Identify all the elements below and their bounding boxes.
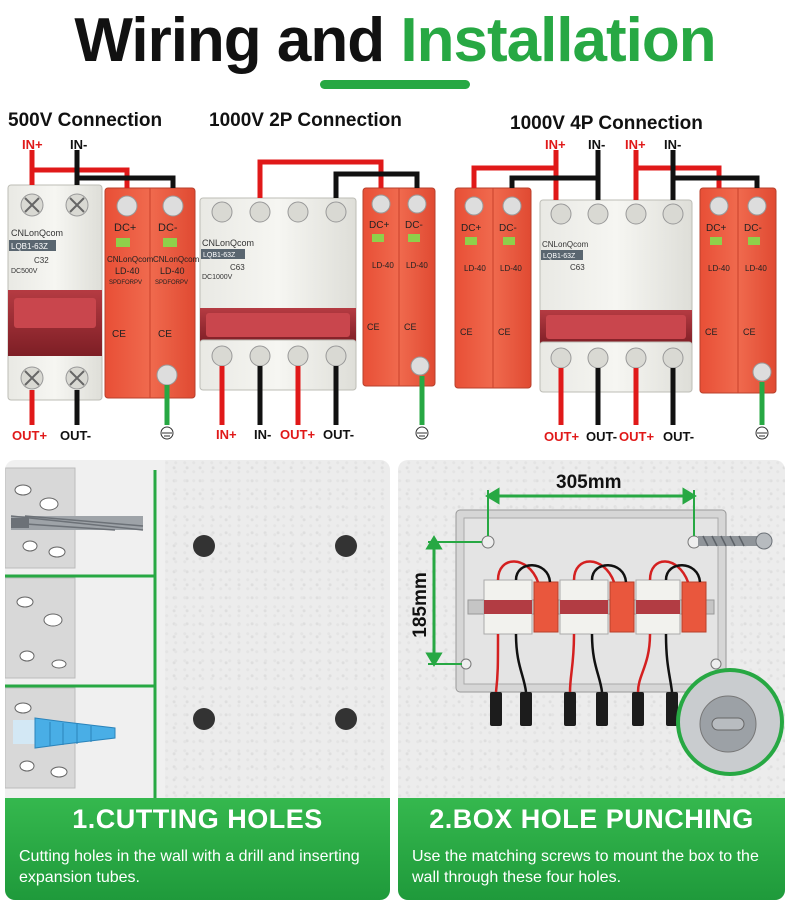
svg-text:CNLonQcom: CNLonQcom xyxy=(202,238,254,248)
svg-text:SPDFORPV: SPDFORPV xyxy=(155,280,188,286)
spd-1000v-4p-right: DC+ DC- LD-40 LD-40 CE CE xyxy=(699,187,777,394)
breaker-4p-1000v-4p: CNLonQcom LQB1-63Z C63 xyxy=(539,199,693,393)
label-4p-out-minus-1: OUT- xyxy=(586,429,618,444)
label-4p-in-plus-2: IN+ xyxy=(625,137,646,152)
svg-text:CE: CE xyxy=(112,329,126,340)
box-mounting-illustration xyxy=(425,487,784,776)
svg-text:LD-40: LD-40 xyxy=(708,264,730,273)
breaker-4p-1000v-2p: CNLonQcom LQB1-63Z C63 DC1000V xyxy=(199,197,357,391)
svg-text:CE: CE xyxy=(367,322,380,332)
breaker-2p-500v: CNLonQcom LQB1-63Z C32 DC500V xyxy=(7,184,103,401)
section-1000v-4p-title: 1000V 4P Connection xyxy=(510,113,703,134)
svg-text:LD-40: LD-40 xyxy=(160,266,185,276)
section-500v-title: 500V Connection xyxy=(8,110,163,131)
drill-bit-icon xyxy=(10,515,144,531)
wall-hole-bottom-left xyxy=(193,708,215,730)
svg-text:DC+: DC+ xyxy=(706,223,726,234)
svg-text:SPDFORPV: SPDFORPV xyxy=(109,280,142,286)
step2-heading: 2.BOX HOLE PUNCHING xyxy=(429,804,754,834)
label-4p-in-plus-1: IN+ xyxy=(545,137,566,152)
svg-text:DC1000V: DC1000V xyxy=(202,274,233,281)
ground-symbol-1000v-4p xyxy=(755,426,769,440)
svg-text:DC-: DC- xyxy=(499,223,517,234)
height-dimension-label: 185mm xyxy=(409,572,431,638)
step1-banner: 1.CUTTING HOLES Cutting holes in the wal… xyxy=(5,798,390,900)
svg-text:DC+: DC+ xyxy=(369,220,389,231)
step2-description: Use the matching screws to mount the box… xyxy=(412,848,759,886)
wall-hole-top-left xyxy=(193,535,215,557)
svg-text:CNLonQcom: CNLonQcom xyxy=(107,255,154,264)
label-500v-in-minus: IN- xyxy=(70,137,88,152)
wires-500v xyxy=(29,150,176,425)
step1-panel: 1.CUTTING HOLES Cutting holes in the wal… xyxy=(5,460,390,900)
label-500v-out-plus: OUT+ xyxy=(12,428,48,443)
label-2p-out-minus: OUT- xyxy=(323,427,355,442)
wires-1000v-4p xyxy=(471,150,765,425)
label-4p-in-minus-2: IN- xyxy=(664,137,682,152)
svg-text:LD-40: LD-40 xyxy=(115,266,140,276)
label-4p-out-minus-2: OUT- xyxy=(663,429,695,444)
svg-text:LD-40: LD-40 xyxy=(406,261,428,270)
wires-1000v-2p xyxy=(219,159,425,425)
label-4p-in-minus-1: IN- xyxy=(588,137,606,152)
wiring-diagram: CNLonQcom LQB1-63Z C32 DC500V DC+ DC- CN… xyxy=(7,150,777,440)
svg-text:CE: CE xyxy=(460,327,473,337)
label-4p-out-plus-2: OUT+ xyxy=(619,429,655,444)
label-2p-in-plus: IN+ xyxy=(216,427,237,442)
svg-text:CE: CE xyxy=(404,322,417,332)
title-part-2: Installation xyxy=(400,6,716,75)
width-dimension-label: 305mm xyxy=(556,472,622,493)
label-2p-in-minus: IN- xyxy=(254,427,272,442)
drilling-illustration xyxy=(5,467,157,800)
expansion-tube-icon xyxy=(13,717,116,749)
svg-text:LD-40: LD-40 xyxy=(464,264,486,273)
svg-text:CE: CE xyxy=(705,327,718,337)
label-4p-out-plus-1: OUT+ xyxy=(544,429,580,444)
title-part-1: Wiring and xyxy=(74,6,385,75)
knockout-zoom-icon xyxy=(676,668,784,776)
svg-text:CE: CE xyxy=(498,327,511,337)
svg-text:DC+: DC+ xyxy=(114,222,136,234)
label-500v-out-minus: OUT- xyxy=(60,428,92,443)
step1-heading: 1.CUTTING HOLES xyxy=(72,804,323,834)
svg-text:LQB1-63Z: LQB1-63Z xyxy=(543,253,576,260)
wall-surface xyxy=(165,460,390,800)
step2-panel: 305mm 185mm 2.BOX HOLE PUNCHING Use the … xyxy=(398,460,785,900)
svg-text:CNLonQcom: CNLonQcom xyxy=(11,228,63,238)
wall-hole-top-right xyxy=(335,535,357,557)
svg-text:LQB1-63Z: LQB1-63Z xyxy=(11,242,48,251)
spd-1000v-4p-left: DC+ DC- LD-40 LD-40 CE CE xyxy=(454,187,532,389)
svg-text:LQB1-63Z: LQB1-63Z xyxy=(203,252,236,259)
wall-hole-bottom-right xyxy=(335,708,357,730)
spd-500v: DC+ DC- CNLonQcom CNLonQcom LD-40 LD-40 … xyxy=(104,187,200,399)
svg-text:DC-: DC- xyxy=(158,222,178,234)
svg-text:CE: CE xyxy=(158,329,172,340)
svg-text:C63: C63 xyxy=(570,263,585,272)
svg-text:C63: C63 xyxy=(230,263,245,272)
spd-1000v-2p: DC+ DC- LD-40 LD-40 CE CE xyxy=(362,187,436,387)
svg-text:CNLonQcom: CNLonQcom xyxy=(542,240,589,249)
svg-text:CNLonQcom: CNLonQcom xyxy=(153,255,200,264)
screw-icon xyxy=(698,532,773,550)
svg-text:LD-40: LD-40 xyxy=(745,264,767,273)
step1-description: Cutting holes in the wall with a drill a… xyxy=(19,848,360,886)
svg-text:DC-: DC- xyxy=(744,223,762,234)
step2-banner: 2.BOX HOLE PUNCHING Use the matching scr… xyxy=(398,798,785,900)
svg-text:LD-40: LD-40 xyxy=(372,261,394,270)
title-underline xyxy=(320,80,470,89)
label-500v-in-plus: IN+ xyxy=(22,137,43,152)
section-1000v-2p-title: 1000V 2P Connection xyxy=(209,110,402,131)
svg-text:DC500V: DC500V xyxy=(11,268,38,275)
ground-symbol-500v xyxy=(160,426,174,440)
svg-text:C32: C32 xyxy=(34,256,49,265)
svg-text:DC+: DC+ xyxy=(461,223,481,234)
page-title: Wiring and Installation xyxy=(0,6,790,76)
svg-text:CE: CE xyxy=(743,327,756,337)
svg-text:DC-: DC- xyxy=(405,220,423,231)
label-2p-out-plus: OUT+ xyxy=(280,427,316,442)
ground-symbol-1000v-2p xyxy=(415,426,429,440)
svg-text:LD-40: LD-40 xyxy=(500,264,522,273)
